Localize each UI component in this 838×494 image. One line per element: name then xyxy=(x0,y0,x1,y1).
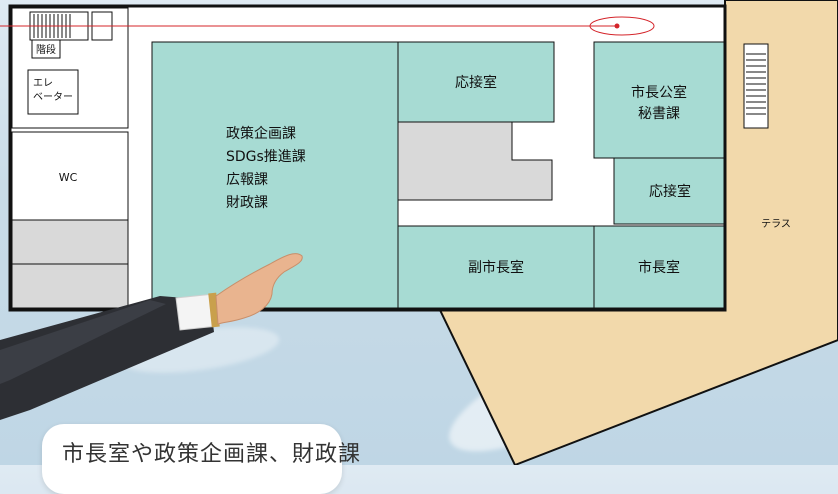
terrace-stair-steps xyxy=(746,53,766,115)
pointing-hand-illustration xyxy=(0,253,303,420)
wc-label: WC xyxy=(59,171,78,184)
mayor-room xyxy=(593,225,725,309)
reception-room-1 xyxy=(397,41,555,123)
gray-block xyxy=(11,263,129,309)
terrace-stairs-icon xyxy=(743,43,769,129)
policy-dept-label-2: SDGs推進課 xyxy=(226,149,306,165)
storage-area xyxy=(397,121,553,201)
elevator-label-line2: ベーター xyxy=(33,91,73,103)
reception-room-2 xyxy=(613,157,725,225)
stairs-label-box xyxy=(31,39,61,59)
floor-plan-diagram: 階段 エレ ベーター WC 政策企画課 SDGs推進課 広報課 財政課 応接室 … xyxy=(0,0,838,465)
secretary-label-line1: 市長公室 xyxy=(631,84,687,101)
pointer-ellipse xyxy=(589,16,655,36)
caption-text: 市長室や政策企画課、財政課 xyxy=(62,442,362,467)
gray-block xyxy=(11,219,129,265)
pointer-dot xyxy=(614,23,620,29)
terrace-label: テラス xyxy=(761,218,791,230)
policy-dept-label-4: 財政課 xyxy=(226,195,268,211)
mayor-office-secretary-room xyxy=(593,41,725,159)
reception-1-label: 応接室 xyxy=(455,74,497,91)
elevator-box xyxy=(27,69,79,115)
policy-dept-label-3: 広報課 xyxy=(226,172,268,188)
caption-box: 市長室や政策企画課、財政課 xyxy=(42,424,360,494)
policy-dept-label-1: 政策企画課 xyxy=(226,125,296,142)
mayor-label: 市長室 xyxy=(638,259,680,276)
reception-2-label: 応接室 xyxy=(649,183,691,200)
secretary-label-line2: 秘書課 xyxy=(638,106,680,122)
elevator-label-line1: エレ xyxy=(33,78,53,89)
deputy-mayor-room xyxy=(397,225,595,309)
stairs-label: 階段 xyxy=(36,43,56,56)
deputy-mayor-label: 副市長室 xyxy=(468,259,524,276)
